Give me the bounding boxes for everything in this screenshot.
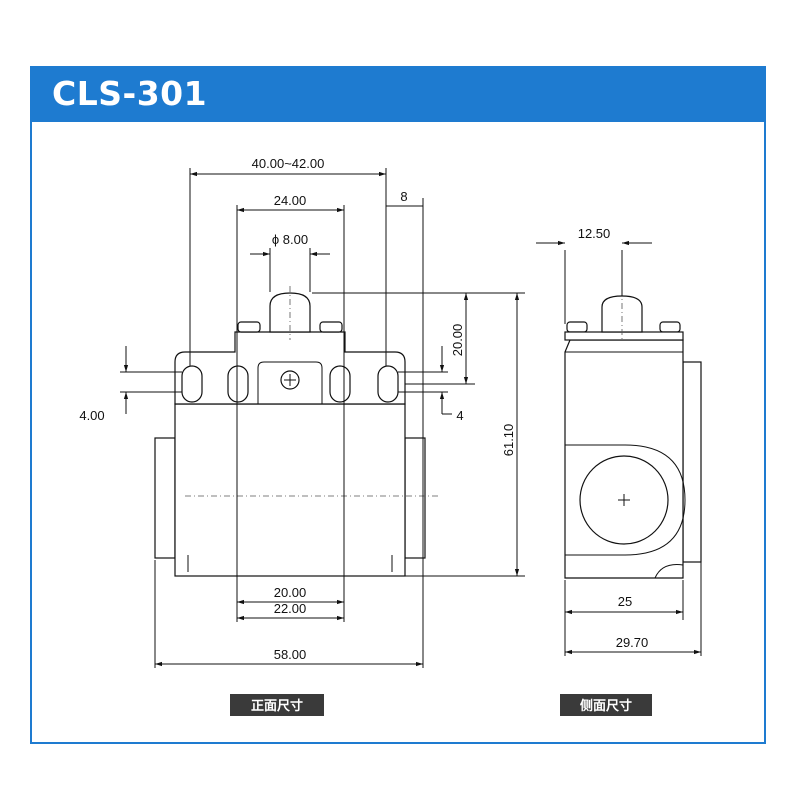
side-view: 12.50 25 29.70 <box>536 226 702 656</box>
front-body <box>174 403 406 577</box>
dim-plunger-height: 20.00 <box>450 324 465 357</box>
side-boss <box>682 361 702 563</box>
slot-2 <box>227 365 249 403</box>
dim-total-width: 58.00 <box>274 647 307 662</box>
dim-edge-offset: 8 <box>400 189 407 204</box>
slot-4 <box>377 365 399 403</box>
side-caption: 侧面尺寸 <box>560 694 652 716</box>
dim-hole-span: 40.00~42.00 <box>252 156 325 171</box>
dim-top-width: 24.00 <box>274 193 307 208</box>
slot-1 <box>181 365 203 403</box>
dim-slot-right: 4 <box>456 408 463 423</box>
front-caption-text: 正面尺寸 <box>251 698 303 714</box>
slot-3 <box>329 365 351 403</box>
dim-plunger-offset: 12.50 <box>578 226 611 241</box>
dim-bottom-outer: 22.00 <box>274 601 307 616</box>
dim-total-height: 61.10 <box>501 424 516 457</box>
left-boss <box>154 437 176 559</box>
side-plunger <box>601 295 643 333</box>
title-bar: CLS-301 <box>32 68 764 122</box>
front-head <box>174 331 406 405</box>
model-title: CLS-301 <box>52 74 208 113</box>
dim-bottom-inner: 20.00 <box>274 585 307 600</box>
side-caption-text: 侧面尺寸 <box>580 698 632 714</box>
dim-plunger-dia: ϕ 8.00 <box>272 232 308 247</box>
front-view: 40.00~42.00 24.00 ϕ 8.00 8 20.00 61.10 4… <box>79 156 525 668</box>
right-boss <box>404 437 426 559</box>
dim-total-depth: 29.70 <box>616 635 649 650</box>
front-caption: 正面尺寸 <box>230 694 324 716</box>
dim-slot-left: 4.00 <box>79 408 104 423</box>
dim-body-depth: 25 <box>618 594 632 609</box>
